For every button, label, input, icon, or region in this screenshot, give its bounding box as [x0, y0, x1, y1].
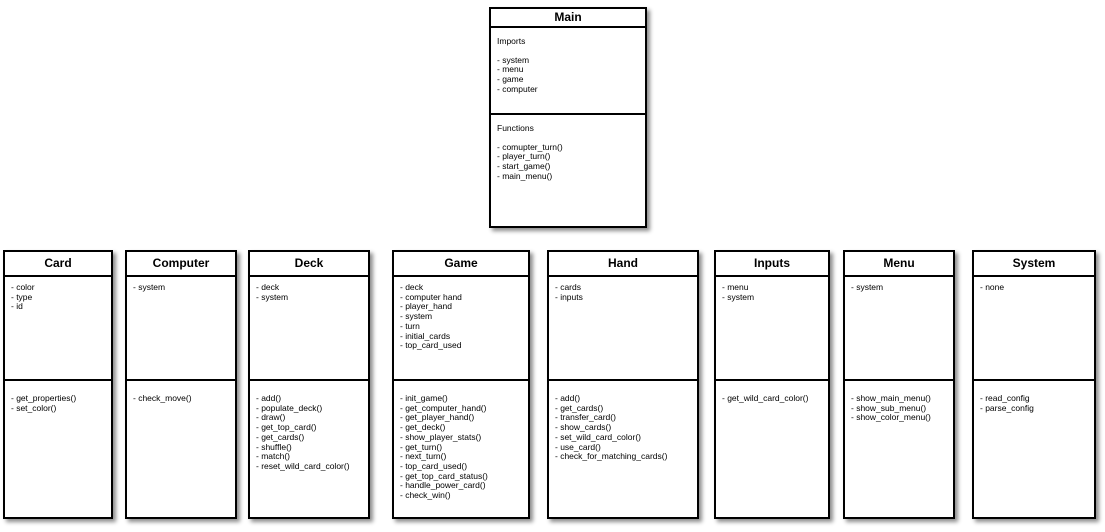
functions-section-label: Functions: [497, 123, 534, 133]
class-box-game: Game - deck - computer hand - player_han…: [392, 250, 530, 519]
inputs-attributes: - menu - system: [716, 277, 828, 381]
imports-list: - system - menu - game - computer: [497, 54, 538, 94]
menu-attributes: - system: [845, 277, 953, 381]
class-box-inputs: Inputs - menu - system - get_wild_card_c…: [714, 250, 830, 519]
class-title-main: Main: [491, 9, 645, 28]
hand-methods: - add() - get_cards() - transfer_card() …: [555, 393, 668, 462]
class-title-inputs: Inputs: [716, 252, 828, 277]
computer-attributes: - system: [127, 277, 235, 381]
imports-section-label: Imports: [497, 36, 526, 46]
class-title-menu: Menu: [845, 252, 953, 277]
class-box-menu: Menu - system - show_main_menu() - show_…: [843, 250, 955, 519]
system-attributes: - none: [974, 277, 1094, 381]
game-attributes: - deck - computer hand - player_hand - s…: [394, 277, 528, 381]
inputs-methods: - get_wild_card_color(): [722, 393, 809, 403]
class-title-card: Card: [5, 252, 111, 277]
class-title-system: System: [974, 252, 1094, 277]
deck-attributes: - deck - system: [250, 277, 368, 381]
main-functions-section: Functions - comupter_turn() - player_tur…: [491, 115, 645, 182]
class-box-hand: Hand - cards - inputs - add() - get_card…: [547, 250, 699, 519]
menu-methods: - show_main_menu() - show_sub_menu() - s…: [851, 393, 931, 423]
hand-attributes: - cards - inputs: [549, 277, 697, 381]
card-attributes: - color - type - id: [5, 277, 111, 381]
deck-methods: - add() - populate_deck() - draw() - get…: [256, 393, 350, 471]
functions-list: - comupter_turn() - player_turn() - star…: [497, 141, 563, 181]
card-methods: - get_properties() - set_color(): [11, 393, 77, 413]
main-imports-section: Imports - system - menu - game - compute…: [491, 28, 645, 115]
system-methods: - read_config - parse_config: [980, 393, 1034, 413]
class-title-hand: Hand: [549, 252, 697, 277]
computer-methods: - check_move(): [133, 393, 192, 403]
class-box-deck: Deck - deck - system - add() - populate_…: [248, 250, 370, 519]
class-box-computer: Computer - system - check_move(): [125, 250, 237, 519]
class-title-deck: Deck: [250, 252, 368, 277]
class-title-game: Game: [394, 252, 528, 277]
class-title-computer: Computer: [127, 252, 235, 277]
class-box-system: System - none - read_config - parse_conf…: [972, 250, 1096, 519]
game-methods: - init_game() - get_computer_hand() - ge…: [400, 393, 488, 501]
class-box-main: Main Imports - system - menu - game - co…: [489, 7, 647, 228]
class-box-card: Card - color - type - id - get_propertie…: [3, 250, 113, 519]
